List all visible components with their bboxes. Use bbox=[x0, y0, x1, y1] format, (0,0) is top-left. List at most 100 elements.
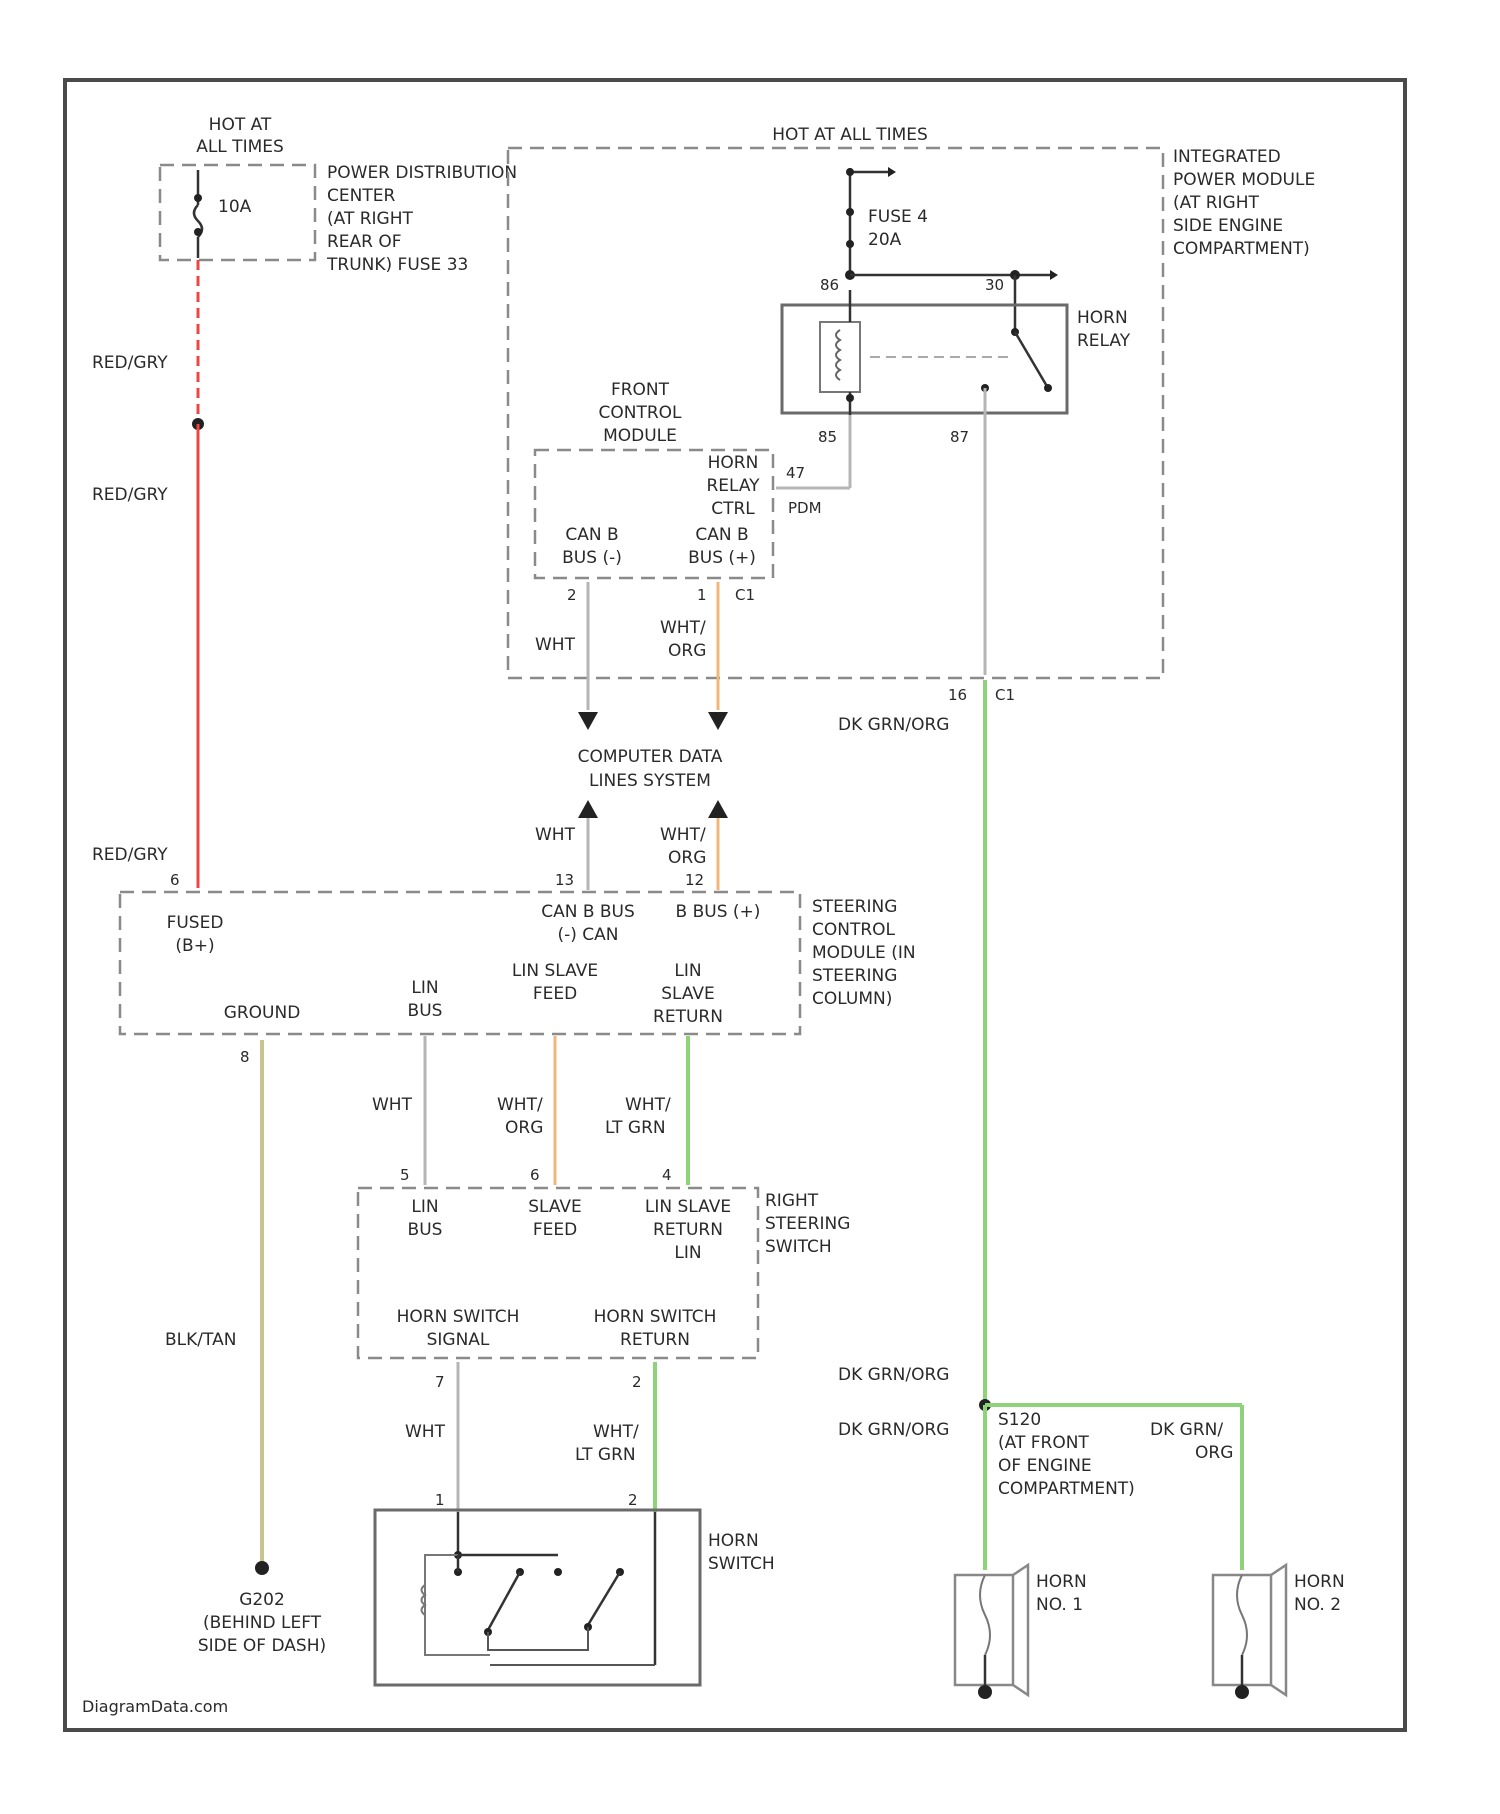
red-gry-label-1: RED/GRY bbox=[92, 353, 168, 373]
fcm-wht-org-1: WHT/ bbox=[660, 618, 706, 638]
horn2-label-2: NO. 2 bbox=[1294, 1595, 1341, 1615]
hot-at-all-times-top: HOT AT ALL TIMES bbox=[772, 125, 928, 145]
pdc-label-5: TRUNK) FUSE 33 bbox=[326, 255, 468, 275]
horn-no-1: HORN NO. 1 bbox=[955, 1565, 1087, 1699]
ipm-label-5: COMPARTMENT) bbox=[1173, 239, 1310, 259]
ipm-pin-16: 16 bbox=[948, 686, 967, 704]
hs-wht-ltgrn-2: LT GRN bbox=[575, 1445, 636, 1465]
sccm-pin-13: 13 bbox=[555, 871, 574, 889]
relay-pin-87: 87 bbox=[950, 428, 969, 446]
fcm-label-2: CONTROL bbox=[598, 403, 682, 423]
horn-relay-label-1: HORN bbox=[1077, 308, 1128, 328]
sccm-wht-org-2: ORG bbox=[668, 848, 706, 868]
pdc-label-1: POWER DISTRIBUTION bbox=[327, 163, 517, 183]
integrated-power-module: HOT AT ALL TIMES INTEGRATED POWER MODULE… bbox=[508, 125, 1315, 704]
rss-lin-bus-2: BUS bbox=[408, 1220, 443, 1240]
fcm-label-1: FRONT bbox=[611, 380, 670, 400]
can-wires-lower: WHT WHT/ ORG 13 12 bbox=[535, 800, 728, 890]
fcm-wht-label: WHT bbox=[535, 635, 576, 655]
horn-relay-ctrl-3: CTRL bbox=[711, 499, 755, 519]
lin-slave-return-2: SLAVE bbox=[661, 984, 715, 1004]
ipm-label-1: INTEGRATED bbox=[1173, 147, 1281, 167]
g202-label-2: (BEHIND LEFT bbox=[203, 1613, 322, 1633]
rss-slave-feed-2: FEED bbox=[533, 1220, 577, 1240]
fcm-pin-1: 1 bbox=[697, 586, 707, 604]
computer-data-lines-system: COMPUTER DATA LINES SYSTEM bbox=[578, 747, 723, 791]
fcm-pin-c1: C1 bbox=[735, 586, 755, 604]
lin-slave-feed-2: FEED bbox=[533, 984, 577, 1004]
lin-wht-ltgrn-2: LT GRN bbox=[605, 1118, 666, 1138]
ground-label: GROUND bbox=[224, 1003, 301, 1023]
horn-no-2: HORN NO. 2 bbox=[1213, 1565, 1345, 1699]
g202-label-1: G202 bbox=[239, 1590, 285, 1610]
cdls-label-1: COMPUTER DATA bbox=[578, 747, 723, 767]
steering-control-module: STEERING CONTROL MODULE (IN STEERING COL… bbox=[120, 892, 916, 1066]
s120-label-4: COMPARTMENT) bbox=[998, 1479, 1135, 1499]
pdc-label-4: REAR OF bbox=[327, 232, 402, 252]
horn1-label-2: NO. 1 bbox=[1036, 1595, 1083, 1615]
rss-label-1: RIGHT bbox=[765, 1191, 819, 1211]
fcm-pin-2: 2 bbox=[567, 586, 577, 604]
horn-sw-signal-2: SIGNAL bbox=[427, 1330, 490, 1350]
fuse4-label-1: FUSE 4 bbox=[868, 207, 928, 227]
fcm-can-minus-1: CAN B bbox=[565, 525, 618, 545]
fcm-can-minus-2: BUS (-) bbox=[562, 548, 622, 568]
sccm-can-plus: B BUS (+) bbox=[676, 902, 761, 922]
sccm-pin-12: 12 bbox=[685, 871, 704, 889]
horn1-label-1: HORN bbox=[1036, 1572, 1087, 1592]
fused-b-1: FUSED bbox=[167, 913, 224, 933]
lin-wht-org-1: WHT/ bbox=[497, 1095, 543, 1115]
horn2-label-1: HORN bbox=[1294, 1572, 1345, 1592]
s120-label-1: S120 bbox=[998, 1410, 1041, 1430]
lin-slave-return-1: LIN bbox=[674, 961, 701, 981]
dk-grn-org-label-1: DK GRN/ORG bbox=[838, 715, 949, 735]
dk-grn-org-label-3: DK GRN/ORG bbox=[838, 1420, 949, 1440]
rss-out-pin-2: 2 bbox=[632, 1373, 642, 1391]
sccm-label-1: STEERING bbox=[812, 897, 897, 917]
horn-sw-return-1: HORN SWITCH bbox=[594, 1307, 717, 1327]
relay-pin-86: 86 bbox=[820, 276, 839, 294]
horn-relay-label-2: RELAY bbox=[1077, 331, 1131, 351]
rss-pin-5: 5 bbox=[400, 1166, 410, 1184]
fcm-can-plus-2: BUS (+) bbox=[688, 548, 756, 568]
horn-switch-label-2: SWITCH bbox=[708, 1554, 775, 1574]
wire-red-gry: RED/GRY RED/GRY RED/GRY 6 bbox=[92, 260, 204, 889]
fuse4-label-2: 20A bbox=[868, 230, 902, 250]
red-gry-label-2: RED/GRY bbox=[92, 485, 168, 505]
horn-switch: HORN SWITCH bbox=[375, 1510, 775, 1685]
rss-pin-6: 6 bbox=[530, 1166, 540, 1184]
rss-lin-bus-1: LIN bbox=[411, 1197, 438, 1217]
fused-b-2: (B+) bbox=[175, 936, 214, 956]
sccm-wht-label: WHT bbox=[535, 825, 576, 845]
sccm-label-4: STEERING bbox=[812, 966, 897, 986]
sccm-label-2: CONTROL bbox=[812, 920, 896, 940]
red-gry-label-3: RED/GRY bbox=[92, 845, 168, 865]
splice-s120: S120 (AT FRONT OF ENGINE COMPARTMENT) DK… bbox=[979, 1399, 1242, 1570]
hot-at-all-times-left-line2: ALL TIMES bbox=[196, 137, 284, 157]
relay-pin-30: 30 bbox=[985, 276, 1004, 294]
ipm-label-2: POWER MODULE bbox=[1173, 170, 1315, 190]
lin-bus-2: BUS bbox=[408, 1001, 443, 1021]
blk-tan-label: BLK/TAN bbox=[165, 1330, 236, 1350]
horn-sw-return-2: RETURN bbox=[620, 1330, 690, 1350]
rss-pin-4: 4 bbox=[662, 1166, 672, 1184]
s120-label-2: (AT FRONT bbox=[998, 1433, 1089, 1453]
horn-sw-signal-1: HORN SWITCH bbox=[397, 1307, 520, 1327]
dk-grn-org-label-2: DK GRN/ORG bbox=[838, 1365, 949, 1385]
sccm-label-5: COLUMN) bbox=[812, 989, 892, 1009]
right-steering-switch: RIGHT STEERING SWITCH LIN BUS SLAVE FEED… bbox=[358, 1188, 850, 1391]
rss-return-1: LIN SLAVE bbox=[645, 1197, 731, 1217]
fuse-10a-label: 10A bbox=[218, 197, 252, 217]
sccm-wht-org-1: WHT/ bbox=[660, 825, 706, 845]
hs-pin-2: 2 bbox=[628, 1491, 638, 1509]
rss-return-3: LIN bbox=[674, 1243, 701, 1263]
hs-wht-label: WHT bbox=[405, 1422, 446, 1442]
s120-label-3: OF ENGINE bbox=[998, 1456, 1092, 1476]
pdm-label: PDM bbox=[788, 499, 822, 517]
g202-label-3: SIDE OF DASH) bbox=[198, 1636, 326, 1656]
lin-slave-feed-1: LIN SLAVE bbox=[512, 961, 598, 981]
fcm-wht-org-2: ORG bbox=[668, 641, 706, 661]
rss-label-3: SWITCH bbox=[765, 1237, 832, 1257]
lin-wht-ltgrn-1: WHT/ bbox=[625, 1095, 671, 1115]
